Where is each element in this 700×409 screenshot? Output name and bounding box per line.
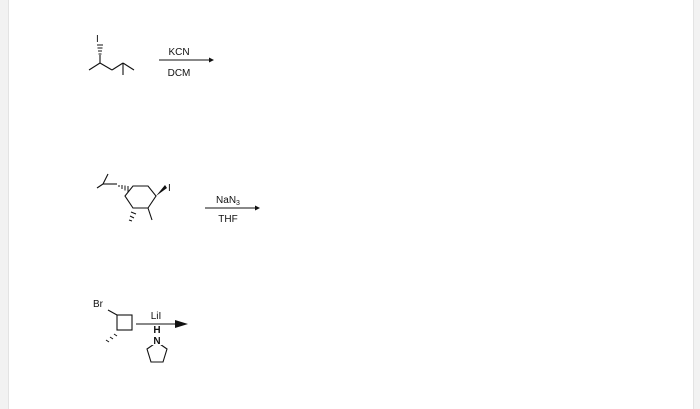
amine-hydrogen-label: H: [153, 325, 160, 336]
reaction-arrow-2: [205, 205, 260, 211]
reaction-2: I NaN3 THF: [96, 173, 260, 225]
solid-wedge-1: [156, 185, 167, 196]
page: I KCN DCM I: [8, 0, 694, 409]
reaction-arrow-3: [136, 320, 188, 328]
substituent-label-2: I: [168, 183, 171, 194]
reactant-1-skeleton: [88, 55, 135, 75]
hashed-wedge-3: [128, 211, 137, 222]
substituent-label-1: I: [96, 34, 99, 45]
reagent-label-2: NaN3: [216, 195, 240, 207]
pyrrolidine-ring: [146, 341, 168, 363]
hashed-wedge-1: [97, 44, 103, 55]
atom-label-mask: [152, 333, 162, 345]
reaction-1: I KCN DCM: [88, 34, 214, 79]
hashed-wedge-4: [105, 333, 118, 343]
reaction-3: Br LiI H N: [93, 299, 188, 363]
reagent-label-1: KCN: [168, 47, 189, 58]
amine-nitrogen-label: N: [153, 336, 160, 347]
reagent-label-3: LiI: [151, 311, 162, 322]
solvent-label-1: DCM: [168, 68, 191, 79]
reaction-scheme: I KCN DCM I: [88, 34, 260, 363]
substituent-label-3: Br: [93, 299, 104, 310]
cyclobutane-ring: [107, 309, 133, 331]
reaction-arrow-1: [159, 57, 214, 63]
hashed-wedge-2: [118, 185, 129, 192]
cyclohexane-ring: [96, 173, 157, 221]
solvent-label-2: THF: [218, 214, 237, 225]
